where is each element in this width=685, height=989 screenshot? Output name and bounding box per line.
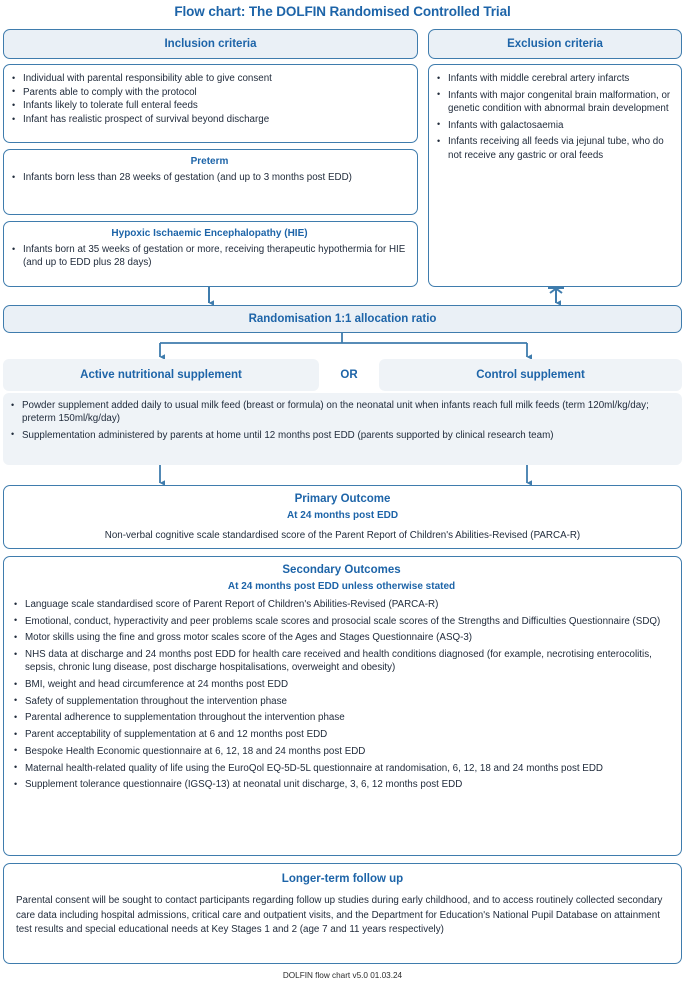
- randomisation-label: Randomisation 1:1 allocation ratio: [248, 313, 437, 325]
- list-item: Motor skills using the fine and gross mo…: [12, 631, 671, 644]
- primary-outcome-text: Non-verbal cognitive scale standardised …: [104, 530, 581, 541]
- exclusion-criteria-list: Infants with middle cerebral artery infa…: [435, 71, 673, 162]
- list-item: Parents able to comply with the protocol: [10, 85, 409, 99]
- active-arm-box: Active nutritional supplement: [3, 359, 319, 391]
- list-item: Infants with middle cerebral artery infa…: [435, 71, 673, 85]
- list-item: Maternal health-related quality of life …: [12, 761, 671, 775]
- intervention-detail-box: Powder supplement added daily to usual m…: [3, 393, 682, 465]
- longer-term-followup-box: Longer-term follow up Parental consent w…: [3, 863, 682, 964]
- preterm-header: Preterm: [190, 156, 229, 167]
- list-item: Infant has realistic prospect of surviva…: [10, 113, 409, 126]
- secondary-outcomes-list: Language scale standardised score of Par…: [12, 597, 671, 791]
- list-item: Individual with parental responsibility …: [10, 71, 409, 85]
- secondary-outcomes-box: Secondary Outcomes At 24 months post EDD…: [3, 556, 682, 856]
- list-item: Language scale standardised score of Par…: [12, 597, 671, 611]
- list-item: Infants with major congenital brain malf…: [435, 88, 673, 115]
- control-arm-label: Control supplement: [476, 369, 585, 381]
- secondary-outcomes-header: Secondary Outcomes: [282, 564, 401, 576]
- longer-term-followup-header: Longer-term follow up: [281, 873, 404, 885]
- inclusion-criteria-header: Inclusion criteria: [164, 38, 257, 50]
- longer-term-followup-text: Parental consent will be sought to conta…: [16, 895, 663, 935]
- control-arm-box: Control supplement: [379, 359, 682, 391]
- list-item: Infants likely to tolerate full enteral …: [10, 99, 409, 112]
- hie-header: Hypoxic Ischaemic Encephalopathy (HIE): [111, 228, 308, 239]
- list-item: Emotional, conduct, hyperactivity and pe…: [12, 614, 671, 628]
- list-item: Infants with galactosaemia: [435, 118, 673, 132]
- list-item: Infants receiving all feeds via jejunal …: [435, 135, 673, 161]
- list-item: Bespoke Health Economic questionnaire at…: [12, 744, 671, 758]
- list-item: Powder supplement added daily to usual m…: [9, 398, 672, 425]
- secondary-outcomes-subheader: At 24 months post EDD unless otherwise s…: [227, 581, 456, 592]
- primary-outcome-subheader: At 24 months post EDD: [286, 510, 399, 521]
- preterm-box: Preterm Infants born less than 28 weeks …: [3, 149, 418, 215]
- inclusion-criteria-header-box: Inclusion criteria: [3, 29, 418, 59]
- hie-box: Hypoxic Ischaemic Encephalopathy (HIE) I…: [3, 221, 418, 287]
- hie-list: Infants born at 35 weeks of gestation or…: [10, 242, 409, 269]
- list-item: BMI, weight and head circumference at 24…: [12, 678, 671, 691]
- or-label: OR: [340, 369, 358, 381]
- primary-outcome-header: Primary Outcome: [294, 493, 391, 505]
- footer-version: DOLFIN flow chart v5.0 01.03.24: [282, 971, 403, 980]
- list-item: Infants born less than 28 weeks of gesta…: [10, 170, 409, 184]
- list-item: Infants born at 35 weeks of gestation or…: [10, 242, 409, 269]
- randomisation-box: Randomisation 1:1 allocation ratio: [3, 305, 682, 333]
- inclusion-criteria-list: Individual with parental responsibility …: [10, 71, 409, 126]
- exclusion-criteria-header-box: Exclusion criteria: [428, 29, 682, 59]
- preterm-list: Infants born less than 28 weeks of gesta…: [10, 170, 409, 184]
- list-item: Parent acceptability of supplementation …: [12, 728, 671, 741]
- or-separator: OR: [319, 359, 379, 391]
- list-item: Parental adherence to supplementation th…: [12, 711, 671, 724]
- primary-outcome-box: Primary Outcome At 24 months post EDD No…: [3, 485, 682, 549]
- list-item: Safety of supplementation throughout the…: [12, 694, 671, 708]
- list-item: NHS data at discharge and 24 months post…: [12, 648, 671, 674]
- exclusion-criteria-box: Infants with middle cerebral artery infa…: [428, 64, 682, 287]
- page-title: Flow chart: The DOLFIN Randomised Contro…: [174, 4, 511, 19]
- list-item: Supplementation administered by parents …: [9, 428, 672, 442]
- active-arm-label: Active nutritional supplement: [80, 369, 242, 381]
- exclusion-criteria-header: Exclusion criteria: [507, 38, 603, 50]
- list-item: Supplement tolerance questionnaire (IGSQ…: [12, 778, 671, 791]
- intervention-detail-list: Powder supplement added daily to usual m…: [9, 398, 672, 442]
- inclusion-criteria-box: Individual with parental responsibility …: [3, 64, 418, 143]
